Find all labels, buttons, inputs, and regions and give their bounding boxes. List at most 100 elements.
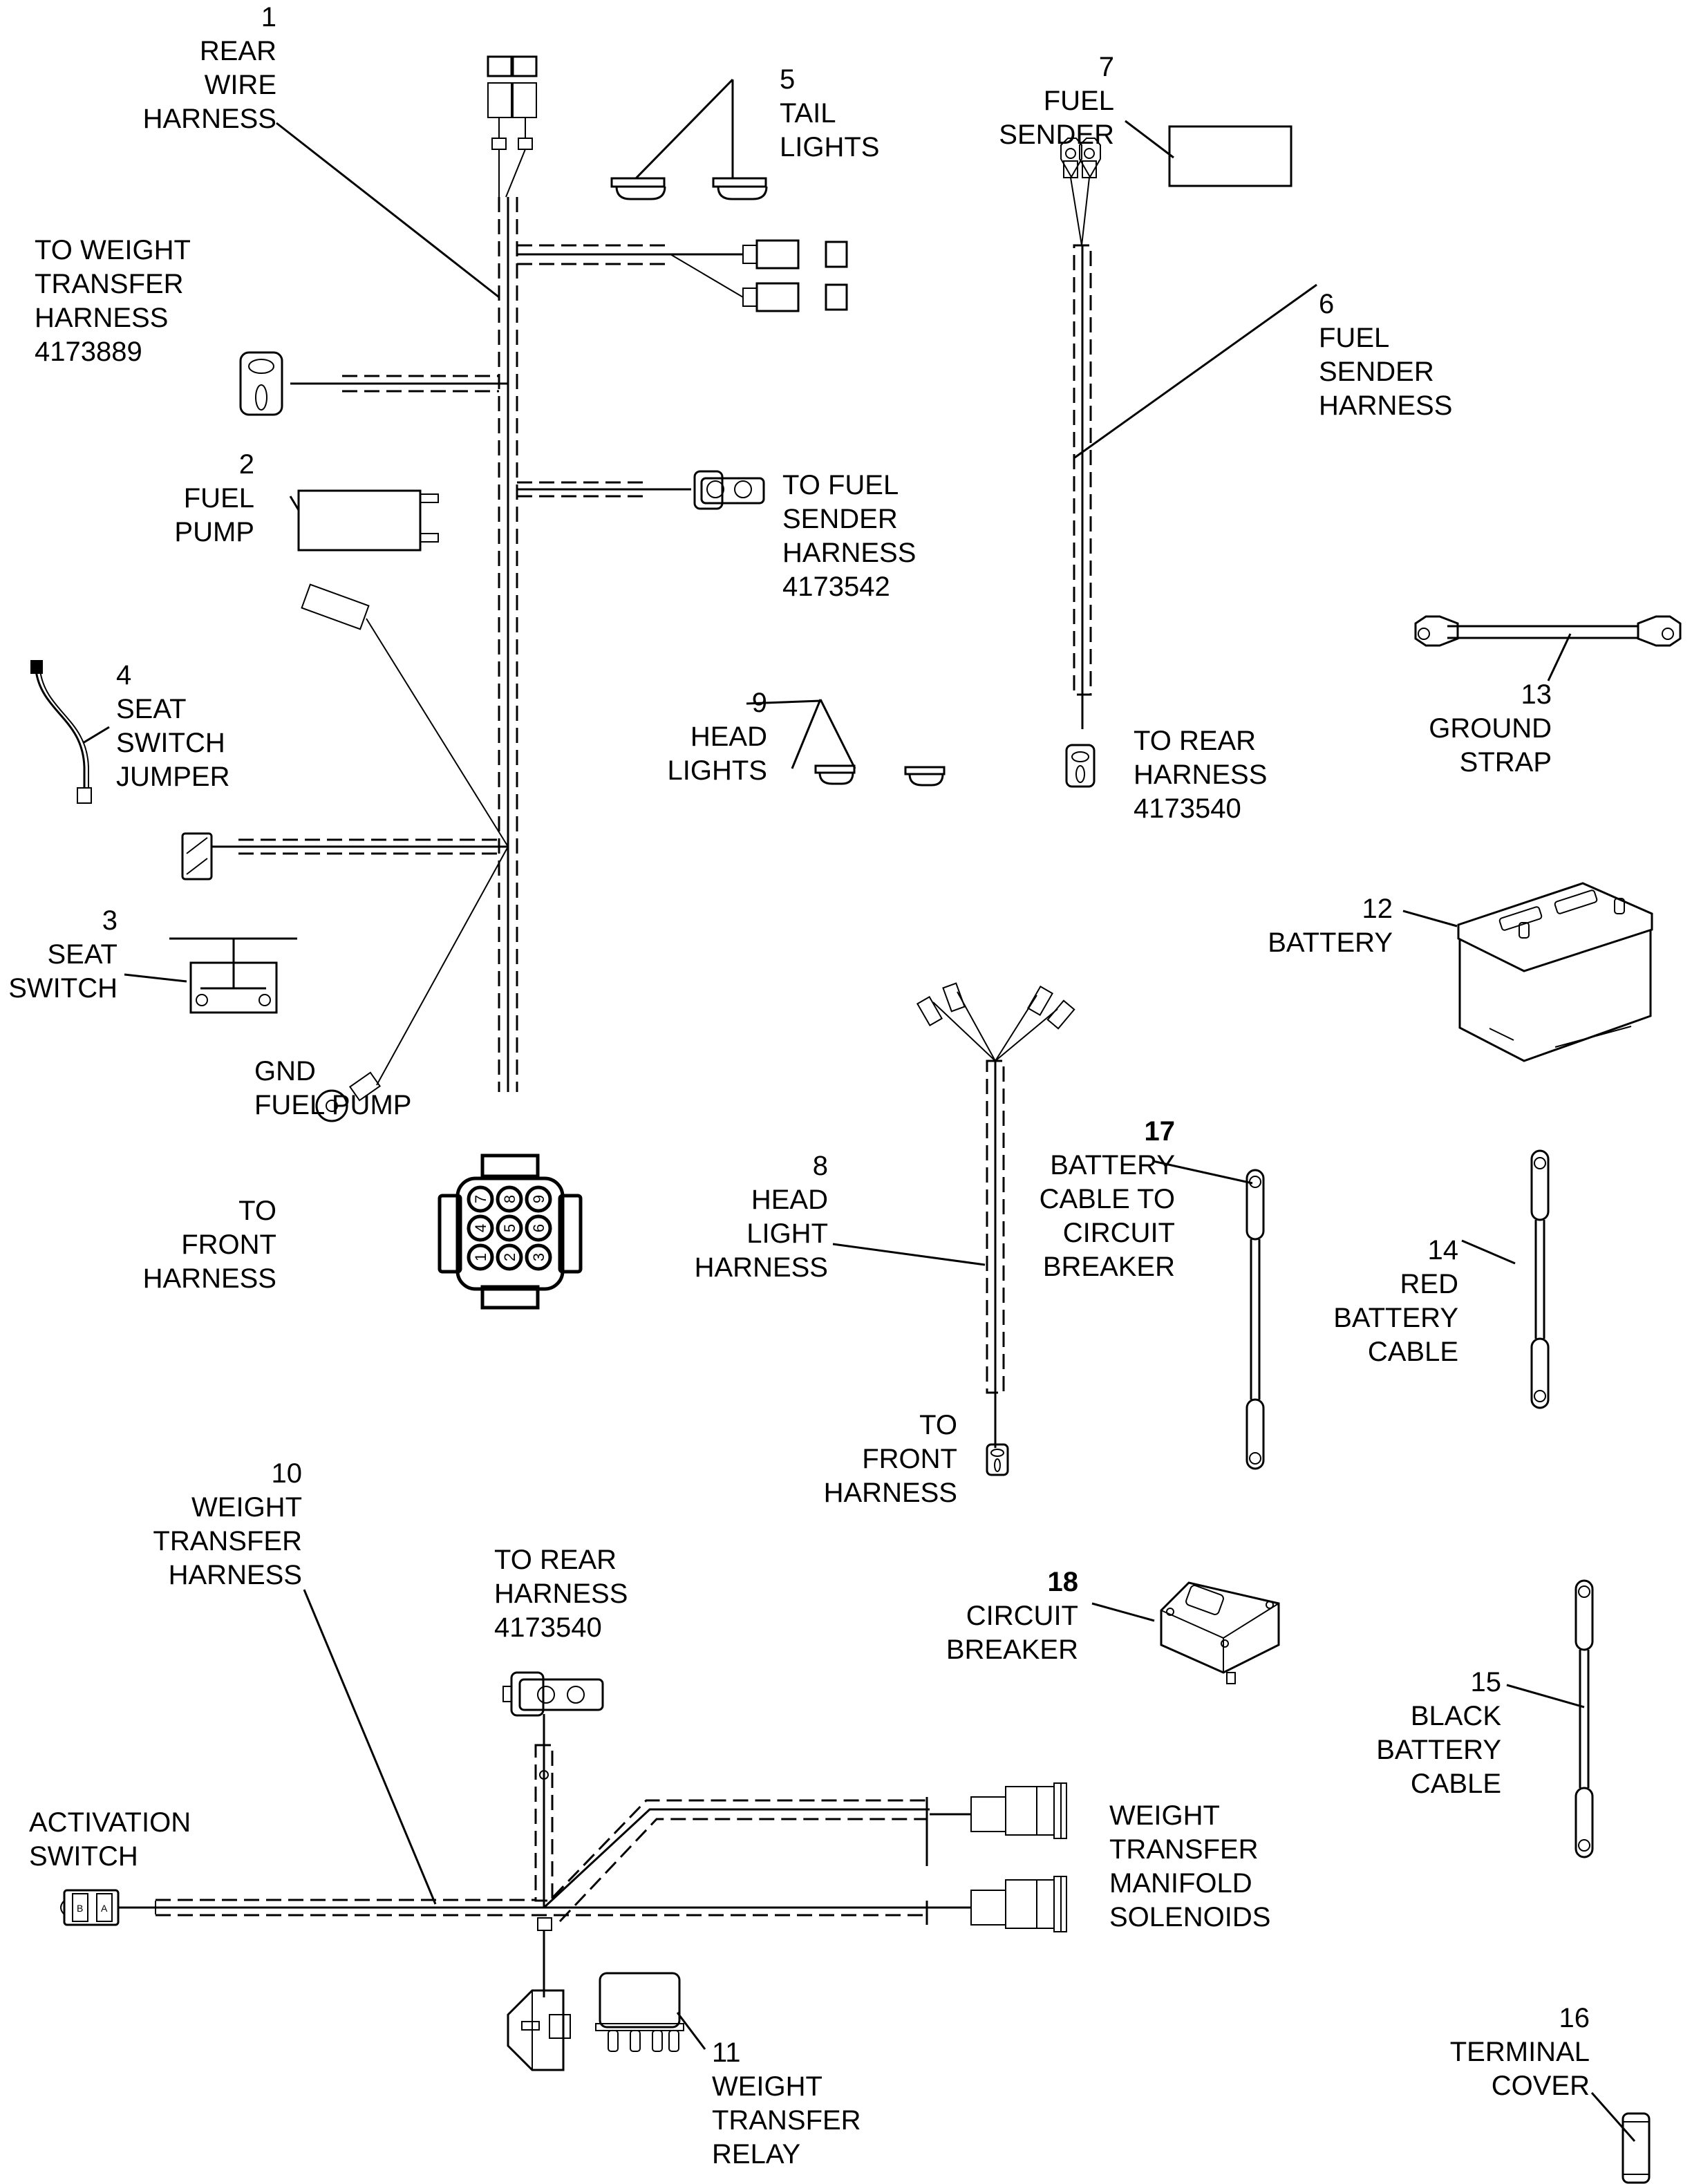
fuel-sender-rear-connector-icon [1065, 744, 1096, 788]
connector-pin-5 [496, 1214, 523, 1242]
part-number-13: 13 [1521, 679, 1552, 710]
switch-pin-b: B [77, 1903, 83, 1914]
connector-pin-1 [467, 1243, 494, 1271]
note-activation-switch: SWITCH [29, 1841, 138, 1872]
solenoid-connector-upper-icon [930, 1782, 1067, 1839]
part-label-battery-cable-to-circuit-breaker: BATTERY [1050, 1150, 1175, 1180]
head-lights-icon [746, 699, 946, 787]
fuel-sender-icon [1125, 120, 1292, 187]
nine-pin-connector-icon [438, 1154, 583, 1310]
note-to-rear-weight: HARNESS [494, 1579, 628, 1609]
part-label-terminal-cover: COVER [1492, 2071, 1590, 2101]
part-label-weight-transfer-harness: HARNESS [169, 1560, 302, 1590]
part-labels: 1REARWIREHARNESS2FUELPUMP3SEATSWITCH4SEA… [8, 2, 1590, 2169]
tail-lights-icon [610, 78, 768, 200]
connector-pin-label: 4 [472, 1224, 489, 1232]
note-to-front-headlight: FRONT [862, 1444, 957, 1474]
part-label-fuel-sender: SENDER [999, 120, 1114, 150]
connector-pin-8 [496, 1185, 523, 1213]
note-to-front-headlight: HARNESS [824, 1478, 957, 1508]
weight-transfer-connector-icon [239, 351, 283, 416]
note-manifold-solenoids: WEIGHT [1109, 1800, 1220, 1831]
note-to-fuel-sender: SENDER [782, 504, 898, 534]
tail-light-plug-connector-icon [487, 55, 538, 198]
note-to-fuel-sender: TO FUEL [782, 470, 899, 500]
part-label-circuit-breaker: BREAKER [946, 1635, 1078, 1665]
part-label-battery-cable-to-circuit-breaker: CABLE TO [1040, 1184, 1175, 1214]
part-label-terminal-cover: TERMINAL [1450, 2037, 1590, 2067]
note-to-rear-weight: TO REAR [494, 1545, 617, 1575]
battery-cable-to-circuit-breaker-icon [1152, 1160, 1265, 1470]
part-number-9: 9 [752, 688, 767, 718]
headlight-front-connector-icon [986, 1443, 1009, 1476]
connector-pin-label: 7 [472, 1195, 489, 1203]
part-label-fuel-sender-harness: SENDER [1319, 357, 1434, 387]
seat-switch-connector-icon [181, 832, 213, 881]
part-label-fuel-pump: FUEL [184, 483, 254, 514]
tail-light-connector-lower-icon [742, 282, 848, 312]
connector-pin-label: 5 [501, 1224, 518, 1232]
note-manifold-solenoids: MANIFOLD [1109, 1868, 1252, 1899]
ground-ring-terminal-icon [315, 1071, 382, 1122]
part-label-battery: BATTERY [1268, 928, 1393, 958]
part-label-red-battery-cable: CABLE [1368, 1337, 1458, 1367]
part-label-rear-wire-harness: REAR [200, 36, 276, 66]
fuel-pump-icon [289, 489, 439, 552]
part-number-18: 18 [1048, 1567, 1079, 1597]
weight-rear-harness-connector-icon [502, 1671, 604, 1717]
part-label-fuel-sender-harness: HARNESS [1319, 390, 1452, 421]
part-label-black-battery-cable: CABLE [1411, 1769, 1501, 1799]
connector-pin-2 [496, 1243, 523, 1271]
note-to-front-headlight: TO [919, 1410, 957, 1440]
part-label-weight-transfer-harness: WEIGHT [191, 1492, 302, 1523]
part-label-head-light-harness: LIGHT [746, 1218, 828, 1249]
note-to-weight-transfer: TRANSFER [35, 269, 184, 299]
ground-strap-icon [1414, 615, 1682, 681]
part-label-black-battery-cable: BLACK [1411, 1701, 1501, 1731]
connector-pin-label: 8 [501, 1195, 518, 1203]
part-number-10: 10 [272, 1458, 303, 1489]
part-number-11: 11 [712, 2037, 741, 2068]
part-label-weight-transfer-relay: WEIGHT [712, 2071, 822, 2102]
part-number-15: 15 [1471, 1667, 1502, 1697]
fuel-pump-plug-icon [301, 583, 370, 630]
part-label-rear-wire-harness: HARNESS [143, 104, 276, 134]
part-label-rear-wire-harness: WIRE [205, 70, 276, 100]
note-to-weight-transfer: TO WEIGHT [35, 235, 191, 265]
part-label-weight-transfer-harness: TRANSFER [153, 1526, 302, 1556]
leader-item-10 [303, 1589, 437, 1905]
note-to-front-main: FRONT [181, 1230, 276, 1260]
part-label-tail-lights: LIGHTS [780, 132, 879, 162]
connector-pin-label: 6 [530, 1224, 547, 1232]
part-label-seat-switch-jumper: SEAT [116, 694, 187, 724]
activation-switch-connector-icon: B A [60, 1889, 120, 1926]
part-label-head-light-harness: HEAD [751, 1185, 828, 1215]
connector-pin-3 [525, 1243, 552, 1271]
connector-pin-9 [525, 1185, 552, 1213]
fuel-sender-connector-icon [693, 470, 765, 510]
part-label-circuit-breaker: CIRCUIT [966, 1601, 1078, 1631]
part-label-ground-strap: STRAP [1460, 747, 1552, 778]
weight-transfer-harness-icon: B A [60, 1671, 961, 2071]
part-label-seat-switch-jumper: SWITCH [116, 728, 225, 758]
part-number-5: 5 [780, 64, 795, 95]
seat-switch-jumper-icon [30, 660, 110, 804]
connector-pin-label: 1 [472, 1253, 489, 1261]
tail-light-connector-upper-icon [742, 239, 848, 270]
leader-item-1 [276, 122, 500, 299]
note-gnd-fuel-pump: GND [254, 1056, 316, 1086]
part-label-seat-switch: SWITCH [8, 973, 118, 1004]
part-number-7: 7 [1099, 52, 1114, 82]
connector-pin-label: 3 [530, 1253, 547, 1261]
part-number-6: 6 [1319, 289, 1334, 319]
part-number-4: 4 [116, 660, 131, 690]
connector-pin-label: 9 [530, 1195, 547, 1203]
fuel-sender-harness-icon [1060, 138, 1317, 788]
note-gnd-fuel-pump: FUEL PUMP [254, 1090, 411, 1120]
black-battery-cable-icon [1506, 1579, 1594, 1858]
part-label-seat-switch-jumper: JUMPER [116, 762, 229, 792]
part-label-weight-transfer-relay: RELAY [712, 2139, 800, 2169]
